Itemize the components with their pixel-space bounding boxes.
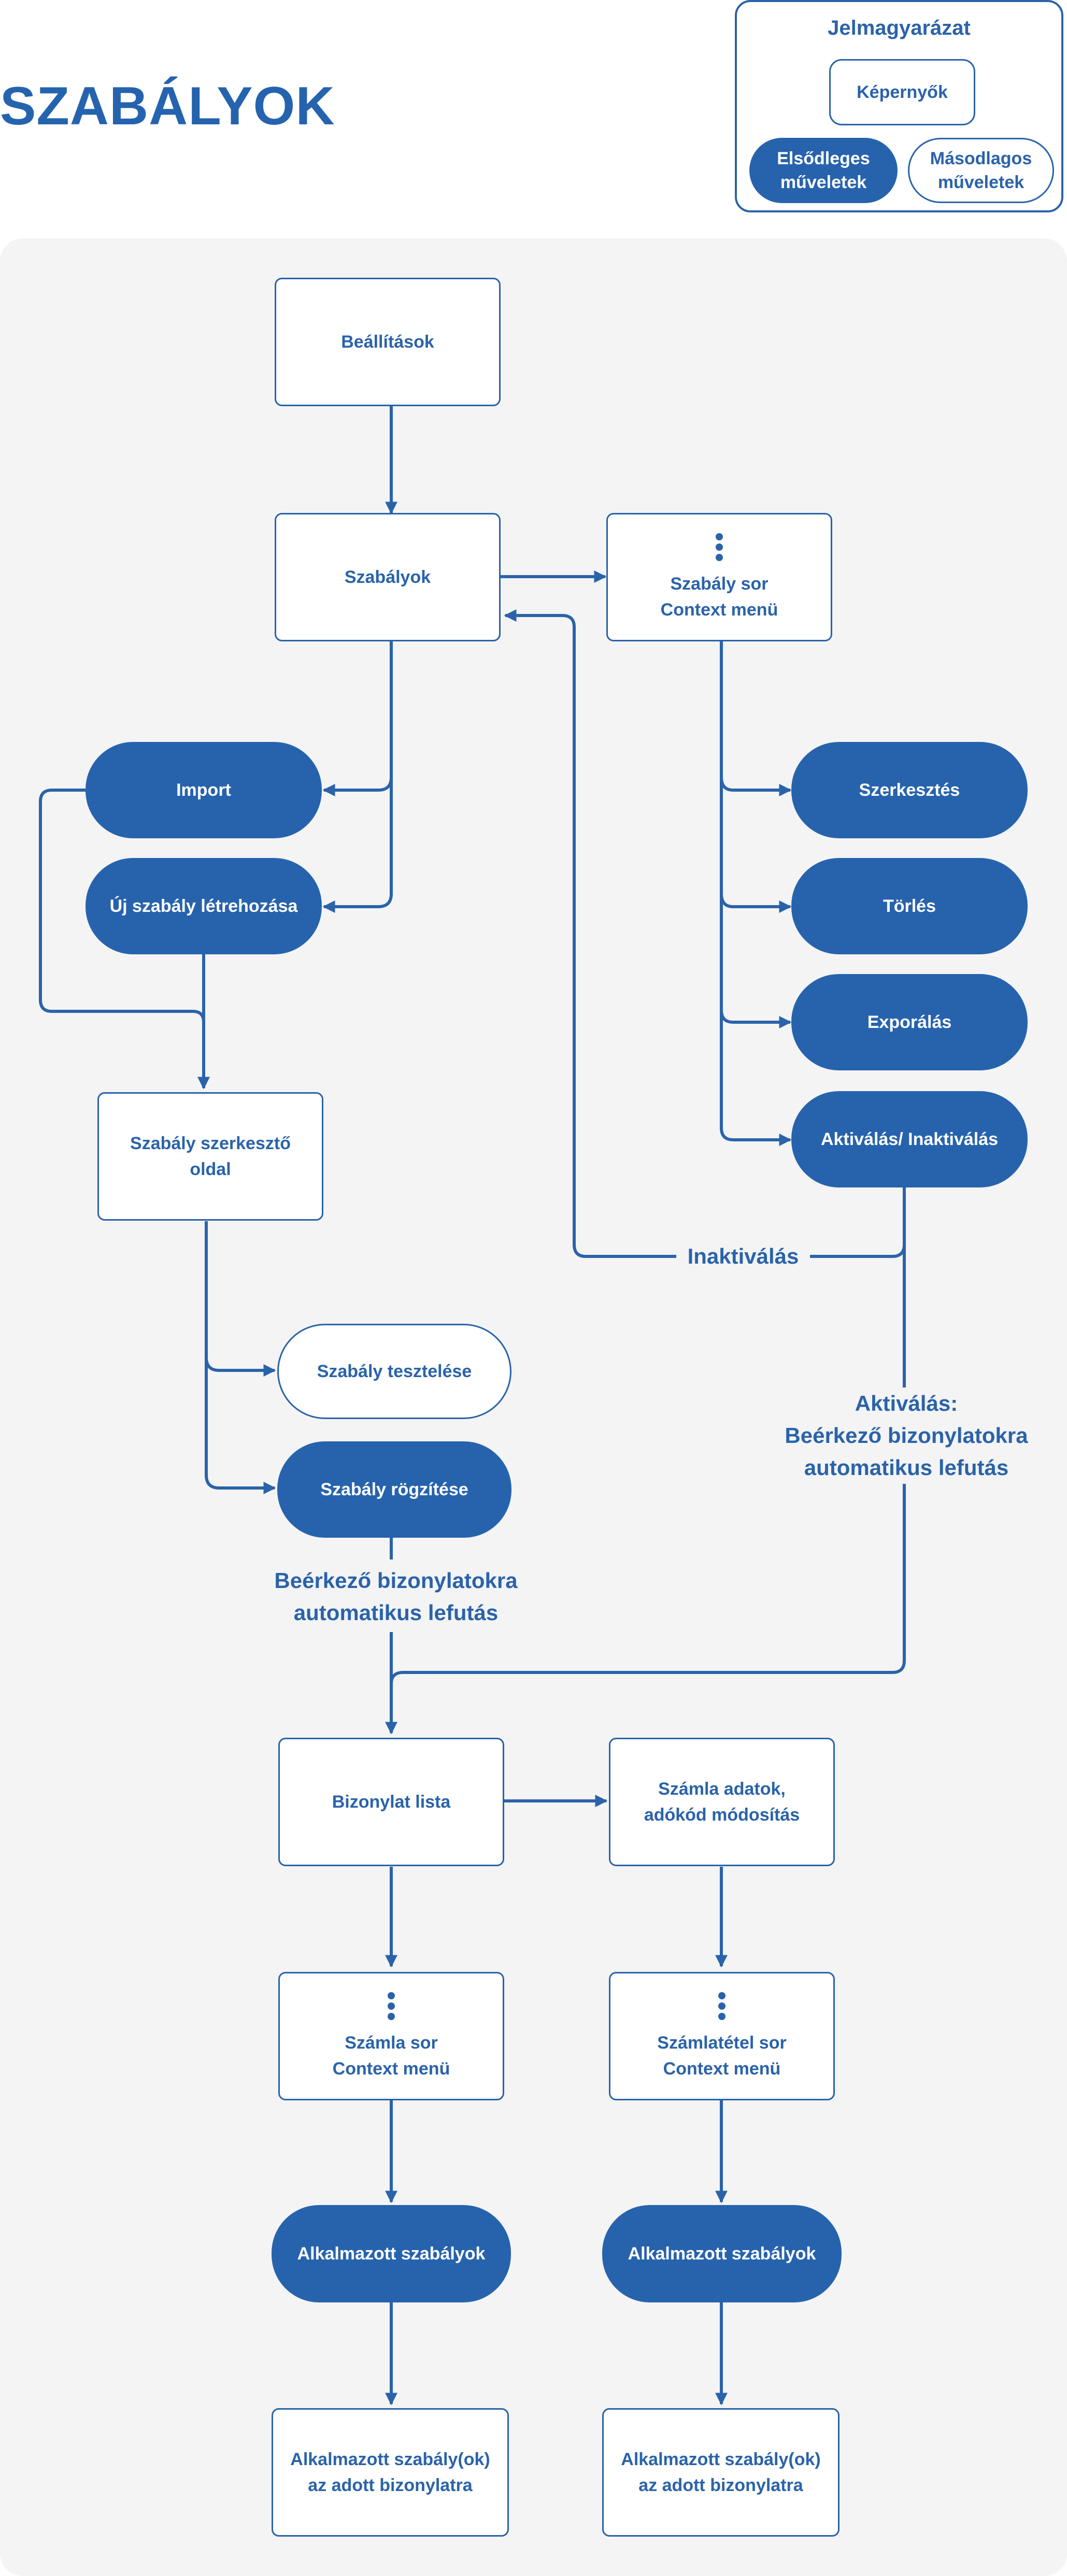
node-rule-row-menu: Szabály sor Context menü xyxy=(606,513,832,641)
node-settings-label: Beállítások xyxy=(341,332,434,352)
kebab-menu-icon xyxy=(718,1991,725,2022)
node-activate: Aktiválás/ Inaktiválás xyxy=(791,1091,1028,1187)
node-rule-test-label: Szabály tesztelése xyxy=(317,1362,472,1381)
edge-menu-edit-branch xyxy=(720,777,792,796)
node-export-label: Exporálás xyxy=(867,1012,952,1032)
legend-screen: Képernyők xyxy=(829,59,975,125)
node-applied-rules-1: Alkalmazott szabályok xyxy=(272,2205,511,2302)
legend: Jelmagyarázat Képernyők Elsődleges művel… xyxy=(735,0,1063,212)
node-applied-rules-2: Alkalmazott szabályok xyxy=(602,2205,842,2302)
node-new-rule-label: Új szabály létrehozása xyxy=(109,896,298,916)
node-applied-result-2-label: Alkalmazott szabály(ok) az adott bizonyl… xyxy=(621,2450,821,2495)
node-rule-editor-label: Szabály szerkesztő oldal xyxy=(130,1134,291,1179)
edge-label-inactivate: Inaktiválás xyxy=(676,1240,810,1272)
node-rule-save-label: Szabály rögzítése xyxy=(320,1480,468,1499)
edge-inactivate xyxy=(504,609,906,1258)
node-delete: Törlés xyxy=(791,858,1028,954)
node-applied-rules-1-label: Alkalmazott szabályok xyxy=(297,2244,486,2264)
kebab-menu-icon xyxy=(388,1991,395,2022)
node-rule-test: Szabály tesztelése xyxy=(277,1324,511,1419)
node-rules-label: Szabályok xyxy=(344,567,431,587)
node-edit-label: Szerkesztés xyxy=(859,780,960,800)
kebab-menu-icon xyxy=(716,532,723,563)
edge-editor-save xyxy=(205,1357,276,1494)
node-invoice-row-menu: Számla sor Context menü xyxy=(278,1972,504,2100)
legend-screen-label: Képernyők xyxy=(857,82,948,102)
node-settings: Beállítások xyxy=(275,278,501,406)
edge-rules-new xyxy=(322,777,393,913)
node-invoice-row-menu-label: Számla sor Context menü xyxy=(332,2033,450,2079)
node-invoice-data: Számla adatok, adókód módosítás xyxy=(609,1738,835,1866)
node-rules: Szabályok xyxy=(275,513,501,641)
node-invoice-data-label: Számla adatok, adókód módosítás xyxy=(644,1779,800,1825)
edge-menu-delete xyxy=(720,893,792,913)
node-delete-label: Törlés xyxy=(883,896,936,916)
edge-menu-edit xyxy=(720,641,792,1146)
node-doc-list: Bizonylat lista xyxy=(278,1738,504,1866)
node-rule-save: Szabály rögzítése xyxy=(277,1441,511,1538)
node-item-row-menu-label: Számlatétel sor Context menü xyxy=(657,2033,787,2079)
node-rule-row-menu-label: Szabály sor Context menü xyxy=(660,574,778,620)
edge-rules-import xyxy=(322,641,393,796)
node-new-rule: Új szabály létrehozása xyxy=(86,858,322,954)
edge-import-editor xyxy=(39,789,210,1090)
node-item-row-menu: Számlatétel sor Context menü xyxy=(609,1972,835,2100)
edge-menu-export xyxy=(720,1010,792,1028)
legend-primary: Elsődleges műveletek xyxy=(749,138,898,203)
node-applied-rules-2-label: Alkalmazott szabályok xyxy=(628,2244,816,2264)
legend-secondary-label: Másodlagos műveletek xyxy=(930,149,1032,192)
node-doc-list-label: Bizonylat lista xyxy=(332,1792,451,1812)
legend-secondary: Másodlagos műveletek xyxy=(908,138,1054,203)
node-activate-label: Aktiválás/ Inaktiválás xyxy=(820,1129,999,1149)
edge-label-auto-run: Beérkező bizonylatokra automatikus lefut… xyxy=(259,1565,533,1629)
node-import-label: Import xyxy=(176,780,231,800)
node-export: Exporálás xyxy=(791,974,1028,1070)
page-title: SZABÁLYOK xyxy=(0,76,335,136)
edge-label-activate-auto: Aktiválás: Beérkező bizonylatokra automa… xyxy=(767,1387,1046,1484)
node-applied-result-2: Alkalmazott szabály(ok) az adott bizonyl… xyxy=(602,2408,840,2537)
legend-title: Jelmagyarázat xyxy=(828,17,971,39)
node-edit: Szerkesztés xyxy=(791,742,1028,838)
node-applied-result-1: Alkalmazott szabály(ok) az adott bizonyl… xyxy=(272,2408,509,2537)
edge-editor-test xyxy=(205,1221,276,1377)
node-rule-editor: Szabály szerkesztő oldal xyxy=(97,1092,323,1221)
node-import: Import xyxy=(86,742,322,838)
legend-primary-label: Elsődleges műveletek xyxy=(777,149,870,192)
node-applied-result-1-label: Alkalmazott szabály(ok) az adott bizonyl… xyxy=(290,2450,490,2495)
